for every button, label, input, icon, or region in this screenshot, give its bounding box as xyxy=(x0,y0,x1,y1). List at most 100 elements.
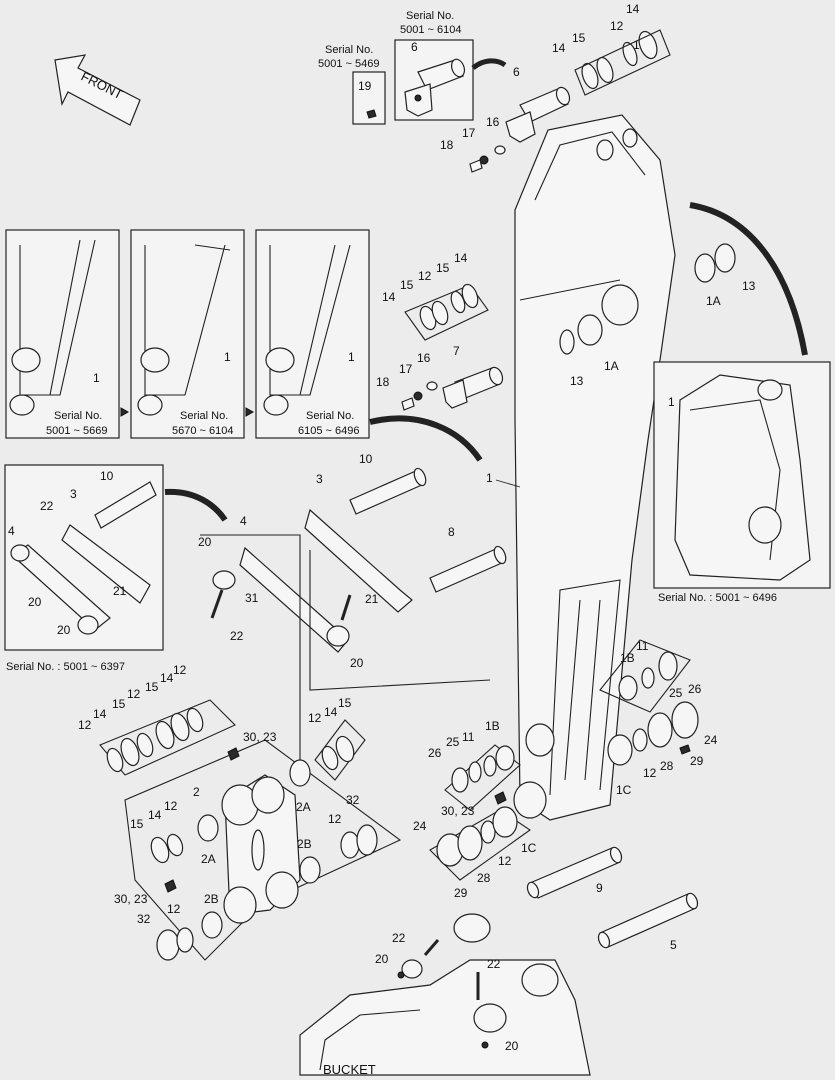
c-32b: 32 xyxy=(137,912,151,926)
part-6b-label: 6 xyxy=(513,65,520,79)
part-17-mid: 17 xyxy=(399,362,413,376)
l-25: 25 xyxy=(446,735,460,749)
arm-c-serial-range: 6105 ~ 6496 xyxy=(298,425,359,437)
arrow-b-c xyxy=(245,407,255,417)
arm-variant-a: 1 Serial No. 5001 ~ 5669 xyxy=(5,229,120,439)
part-16-label: 16 xyxy=(486,115,500,129)
pin-7-assembly: 7 16 17 18 xyxy=(376,344,504,411)
part-12-top: 12 xyxy=(610,19,624,33)
shim-stack-center: 12 14 15 12 32 32 12 xyxy=(137,696,378,961)
part-1a-mid: 1A xyxy=(604,359,619,373)
serial-range-pin6: 5001 ~ 6104 xyxy=(400,24,461,36)
ll-15: 15 xyxy=(112,697,126,711)
ll-12: 12 xyxy=(78,718,92,732)
part-13-top: 13 xyxy=(742,279,756,293)
r-11: 11 xyxy=(636,639,649,653)
part-14-top: 14 xyxy=(626,2,640,16)
part-15b-top: 15 xyxy=(572,31,586,45)
lbox-part-22: 22 xyxy=(40,499,54,513)
l2-15: 15 xyxy=(130,817,144,831)
serial-prefix-pin6: Serial No. xyxy=(406,10,454,22)
arm-variant-b: 1 Serial No. 5670 ~ 6104 xyxy=(130,229,245,439)
ll-12b: 12 xyxy=(127,687,141,701)
part-2-label: 2 xyxy=(193,785,200,799)
part-18-label: 18 xyxy=(440,138,454,152)
b-20b: 20 xyxy=(505,1039,519,1053)
l-29: 29 xyxy=(454,886,468,900)
link-2-assembly: 2 2A 2A 2B 2B 30, 23 30, 23 15 14 12 xyxy=(114,730,402,961)
pin-9: 9 xyxy=(526,846,623,899)
b-20: 20 xyxy=(375,952,389,966)
lbox-part-20b: 20 xyxy=(57,623,71,637)
shim-stack-mid: 14 15 12 15 14 xyxy=(382,251,489,341)
bushing-1c-left: 24 12 1C 28 29 xyxy=(413,806,537,900)
part-14b-mid: 14 xyxy=(382,290,396,304)
link-assembly: 10 3 8 4 20 31 22 21 20 xyxy=(198,452,507,760)
arm-a-serial-prefix: Serial No. xyxy=(54,410,102,422)
part-18-mid: 18 xyxy=(376,375,390,389)
shim-stack-top: 14 12 15 15 14 xyxy=(552,2,671,96)
bushing-1b-left: 26 25 11 1B 30, 23 xyxy=(428,719,521,818)
part-20b-label: 20 xyxy=(350,656,364,670)
part-14-mid: 14 xyxy=(454,251,468,265)
part-1-label: 1 xyxy=(486,471,493,485)
lbox-part-21: 21 xyxy=(113,584,127,598)
c-12c: 12 xyxy=(167,902,181,916)
part-2a-right: 2A xyxy=(296,800,311,814)
serial-box-bolt19: Serial No. 5001 ~ 5469 19 xyxy=(318,44,386,125)
part-12-mid: 12 xyxy=(418,269,432,283)
part-10-label: 10 xyxy=(359,452,373,466)
part-1a-top: 1A xyxy=(706,294,721,308)
c-32: 32 xyxy=(346,793,360,807)
arm-top-detail: 1 Serial No. : 5001 ~ 6496 xyxy=(653,361,831,604)
lbox-part-10: 10 xyxy=(100,469,114,483)
r-12: 12 xyxy=(643,766,657,780)
part-9-label: 9 xyxy=(596,881,603,895)
arm-a-part-1: 1 xyxy=(93,371,100,385)
l-24: 24 xyxy=(413,819,427,833)
bucket: BUCKET 22 20 22 20 xyxy=(299,913,591,1077)
b-22: 22 xyxy=(392,931,406,945)
part-20-label: 20 xyxy=(198,535,212,549)
lbox-part-3: 3 xyxy=(70,487,77,501)
part-13-mid: 13 xyxy=(570,374,584,388)
c-14: 14 xyxy=(324,705,338,719)
arm-b-serial-prefix: Serial No. xyxy=(180,410,228,422)
l-1b: 1B xyxy=(485,719,500,733)
bucket-label: BUCKET xyxy=(323,1062,376,1077)
part-30-23-left: 30, 23 xyxy=(114,892,148,906)
arrow-a-b xyxy=(120,407,130,417)
l-26: 26 xyxy=(428,746,442,760)
r-29: 29 xyxy=(690,754,704,768)
l-1c: 1C xyxy=(521,841,537,855)
l-28: 28 xyxy=(477,871,491,885)
ll-12c: 12 xyxy=(173,663,187,677)
detail-serial: Serial No. : 5001 ~ 6496 xyxy=(658,592,777,604)
bushing-1a: 1A 13 1A 13 xyxy=(559,243,756,388)
part-30-23-top: 30, 23 xyxy=(243,730,277,744)
bushing-1b-right: 1B 11 25 26 xyxy=(599,639,702,713)
arm-c-part-1: 1 xyxy=(348,350,355,364)
shim-stack-lower-left: 12 14 15 12 15 14 12 xyxy=(78,663,236,776)
part-17-label: 17 xyxy=(462,126,476,140)
c-15: 15 xyxy=(338,696,352,710)
part-6-label: 6 xyxy=(411,40,418,54)
lbox-part-4: 4 xyxy=(8,524,15,538)
ll-14b: 14 xyxy=(160,671,174,685)
c-12: 12 xyxy=(308,711,322,725)
serial-range-bolt19: 5001 ~ 5469 xyxy=(318,58,379,70)
l-30-23: 30, 23 xyxy=(441,804,475,818)
r-26: 26 xyxy=(688,682,702,696)
pin-6-assembly: 6 16 17 18 xyxy=(440,65,571,173)
lbox-serial: Serial No. : 5001 ~ 6397 xyxy=(6,661,125,673)
serial-prefix-bolt19: Serial No. xyxy=(325,44,373,56)
l2-14: 14 xyxy=(148,808,162,822)
part-2b-right: 2B xyxy=(297,837,312,851)
r-1c: 1C xyxy=(616,783,632,797)
part-21-label: 21 xyxy=(365,592,379,606)
serial-box-pin6: Serial No. 5001 ~ 6104 6 xyxy=(394,10,474,121)
bushing-1c-right: 1C 12 28 24 29 xyxy=(607,701,718,797)
part-14b-top: 14 xyxy=(552,41,566,55)
r-1b: 1B xyxy=(620,651,635,665)
